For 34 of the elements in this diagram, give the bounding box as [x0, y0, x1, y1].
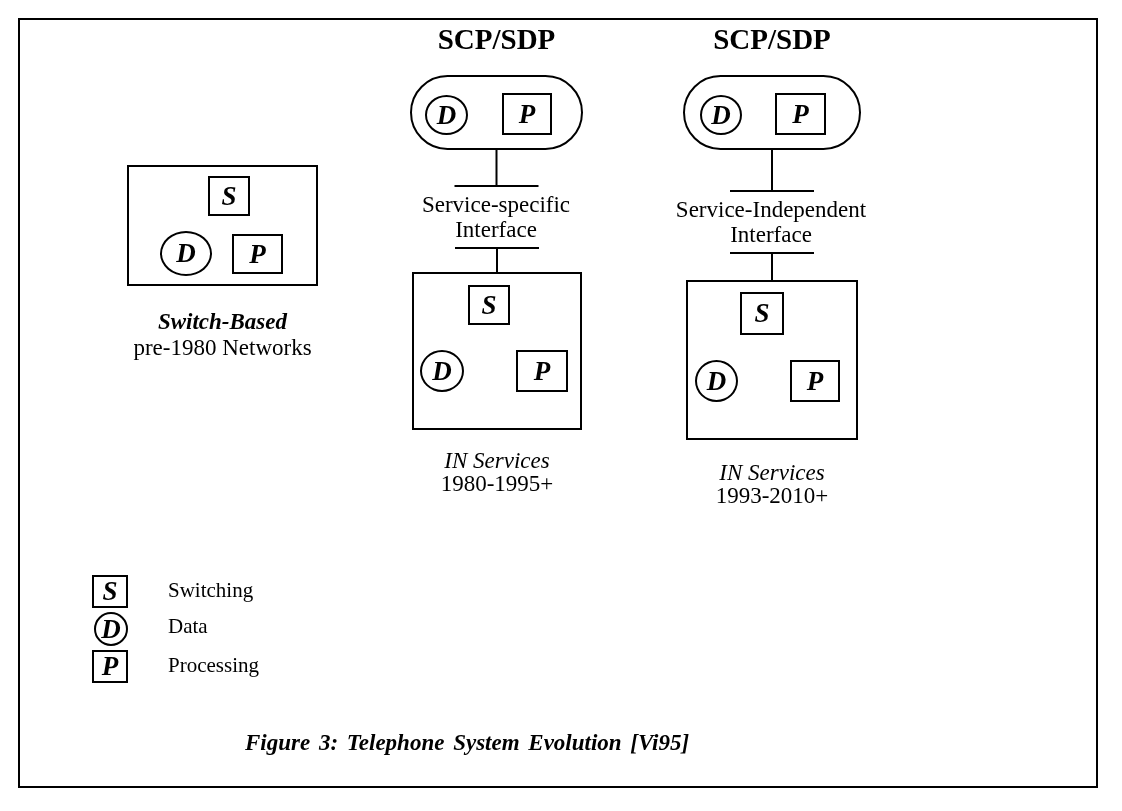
symbol-box: S: [468, 285, 510, 325]
data-circle: D: [695, 360, 738, 402]
date-range: pre-1980 Networks: [132, 335, 313, 361]
figure-caption: Figure 3: Telephone System Evolution [Vi95]: [245, 730, 690, 756]
date-range: 1993-2010+: [714, 483, 830, 509]
symbol-box: P: [232, 234, 283, 274]
symbol-box: S: [92, 575, 128, 608]
node-caption: IN Services: [718, 460, 826, 486]
node-caption: Switch-Based: [156, 309, 289, 335]
symbol-box: S: [740, 292, 784, 335]
symbol-box: P: [516, 350, 568, 392]
interface-connector: [453, 149, 540, 187]
interface-label: Service-specific Interface: [420, 188, 572, 246]
symbol-box: S: [208, 176, 250, 216]
node-caption: IN Services: [443, 448, 551, 474]
data-circle: D: [425, 95, 468, 135]
interface-label: Service-Independent Interface: [660, 193, 882, 251]
data-circle: D: [160, 231, 212, 276]
symbol-box: P: [92, 650, 128, 683]
node-heading: SCP/SDP: [712, 23, 832, 56]
interface-connector: [729, 149, 815, 192]
legend-label: Data: [168, 614, 208, 639]
interface-connector: [729, 252, 815, 281]
date-range: 1980-1995+: [439, 471, 555, 497]
symbol-box: P: [502, 93, 552, 135]
node-heading: SCP/SDP: [436, 23, 557, 56]
symbol-box: P: [775, 93, 826, 135]
legend-label: Processing: [168, 653, 259, 678]
data-circle: D: [420, 350, 464, 392]
data-circle: D: [700, 95, 742, 135]
symbol-box: P: [790, 360, 840, 402]
interface-connector: [454, 247, 540, 273]
legend-label: Switching: [168, 578, 254, 603]
data-circle: D: [94, 612, 128, 646]
